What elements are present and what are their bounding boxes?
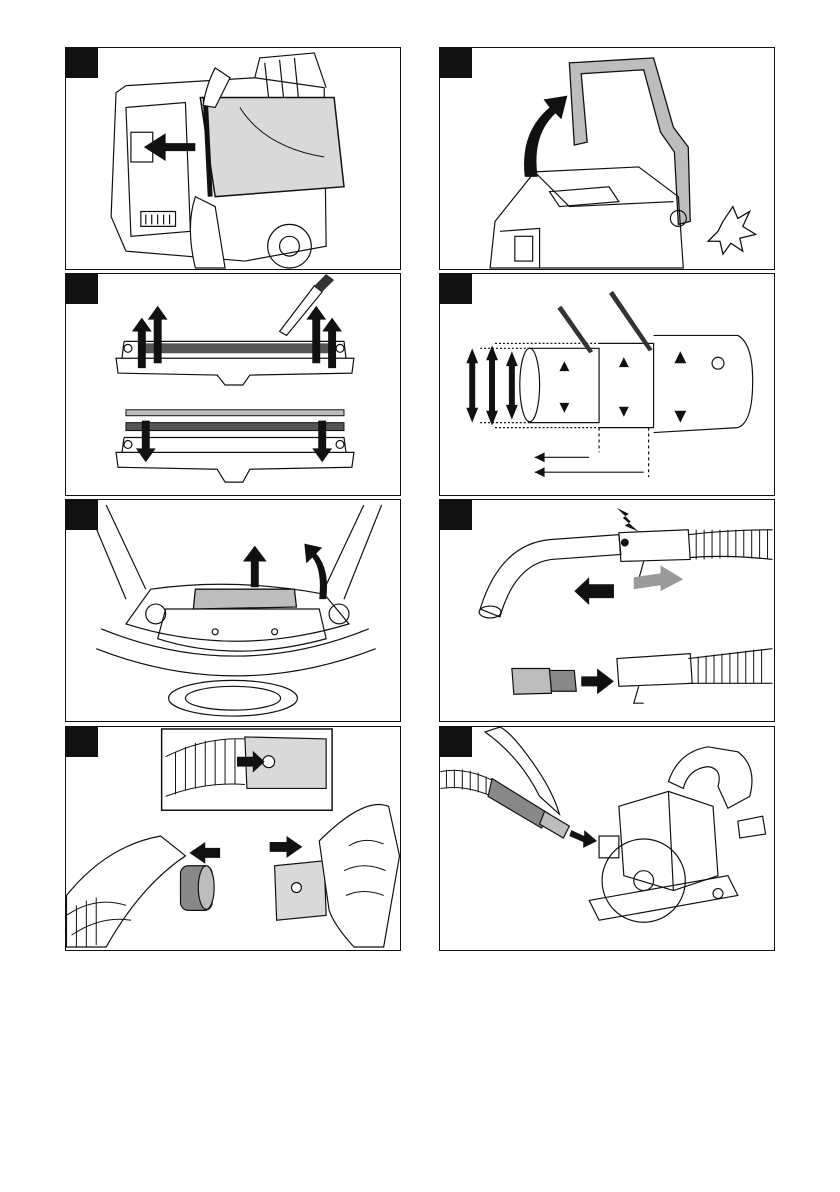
dust-bag-removal-illustration: [66, 48, 400, 269]
step-number-tab: [440, 727, 472, 757]
step-number-tab: [66, 274, 98, 304]
hose-connector-illustration: [66, 727, 400, 950]
figure-panel-3: [65, 273, 401, 496]
figure-panel-8: [439, 726, 775, 951]
arrow-right-icon: [270, 836, 303, 858]
connector-diameters-illustration: [440, 274, 774, 495]
power-tool-connection-illustration: [440, 727, 774, 950]
brush-strip: [141, 343, 329, 353]
figure-panel-6: [439, 499, 775, 722]
marker-pen-icon: [557, 306, 593, 354]
step-number-tab: [440, 274, 472, 304]
filter-cover-latch: [193, 589, 296, 609]
arrow-left-icon: [574, 577, 614, 605]
curved-arrow-up-icon: [524, 96, 567, 177]
marker-pen-icon: [609, 291, 653, 351]
step-number-tab: [66, 500, 98, 530]
figure-panel-7: [65, 726, 401, 951]
arrow-right-icon: [569, 830, 597, 848]
carry-handle: [569, 58, 690, 224]
step-number-tab: [66, 727, 98, 757]
corrugated-hose: [440, 770, 495, 797]
figure-panel-4: [439, 273, 775, 496]
figure-panel-1: [65, 47, 401, 270]
click-burst-icon: [708, 207, 756, 255]
hose-adapter-release-illustration: [440, 500, 774, 721]
dust-bag: [200, 98, 344, 197]
hand-right: [319, 804, 399, 947]
filter-cover-illustration: [66, 500, 400, 721]
press-arrow-icon: [617, 508, 639, 532]
step-number-tab: [440, 500, 472, 530]
figure-panel-2: [439, 47, 775, 270]
step-number-tab: [440, 48, 472, 78]
circular-saw: [589, 747, 765, 922]
lift-handle-illustration: [440, 48, 774, 269]
corrugated-hose: [696, 530, 767, 684]
brush-strip-removed: [126, 423, 344, 431]
hand-left: [66, 836, 185, 947]
hand-bottom: [190, 197, 225, 268]
figure-panel-5: [65, 499, 401, 722]
step-number-tab: [66, 48, 98, 78]
arrow-left-icon: [189, 842, 220, 864]
arrow-right-icon: [581, 668, 614, 694]
rubber-strip: [126, 410, 344, 416]
adapter-sleeve: [512, 668, 552, 694]
floor-nozzle-strips-illustration: [66, 274, 400, 495]
arrow-up-icon: [243, 546, 267, 588]
